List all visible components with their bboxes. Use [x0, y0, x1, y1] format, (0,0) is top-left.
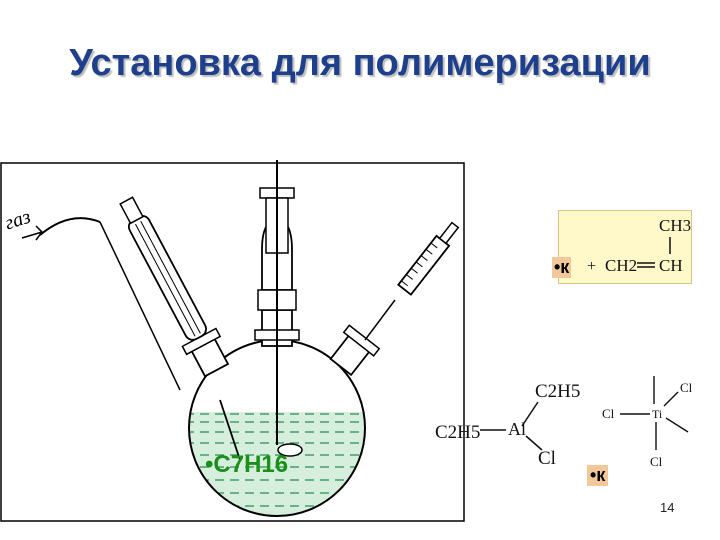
c2h5-top: C2H5 [535, 381, 580, 402]
slide-title: Установка для полимеризации [69, 42, 651, 84]
catalyst-k-label: •к [587, 465, 609, 486]
ch2-group: CH2 [605, 256, 637, 275]
cl-atom-bottom: Cl [650, 454, 663, 469]
page-number: 14 [660, 500, 675, 515]
solvent-formula: •C7H16 [205, 451, 288, 478]
polymerization-apparatus: газ •C7H16 [0, 160, 465, 522]
c2h5-left: C2H5 [435, 422, 480, 443]
ch-group: CH [659, 256, 683, 275]
al-atom: Al [508, 419, 526, 439]
cl-atom: Cl [538, 448, 556, 469]
reflux-condenser [119, 196, 230, 378]
cl-atom-top-right: Cl [680, 380, 693, 395]
monomer-k-label: •к [552, 257, 572, 278]
syringe [364, 221, 460, 341]
ch3-group: CH3 [659, 216, 691, 235]
gas-arrow [21, 225, 43, 241]
stirrer-paddle [277, 443, 303, 457]
gas-inlet-tube [39, 217, 101, 236]
liquid-hatching [189, 413, 365, 507]
plus-sign: + [587, 258, 596, 275]
cl-atom-left: Cl [602, 406, 615, 421]
right-neck [329, 324, 381, 377]
monomer-formula-box: + CH2 CH CH3 [558, 210, 692, 284]
ti-atom: Ti [652, 407, 663, 421]
al-catalyst-structure: C2H5 C2H5 Al Cl [435, 381, 580, 469]
ti-catalyst-structure: Cl Cl Ti Cl [602, 376, 693, 469]
